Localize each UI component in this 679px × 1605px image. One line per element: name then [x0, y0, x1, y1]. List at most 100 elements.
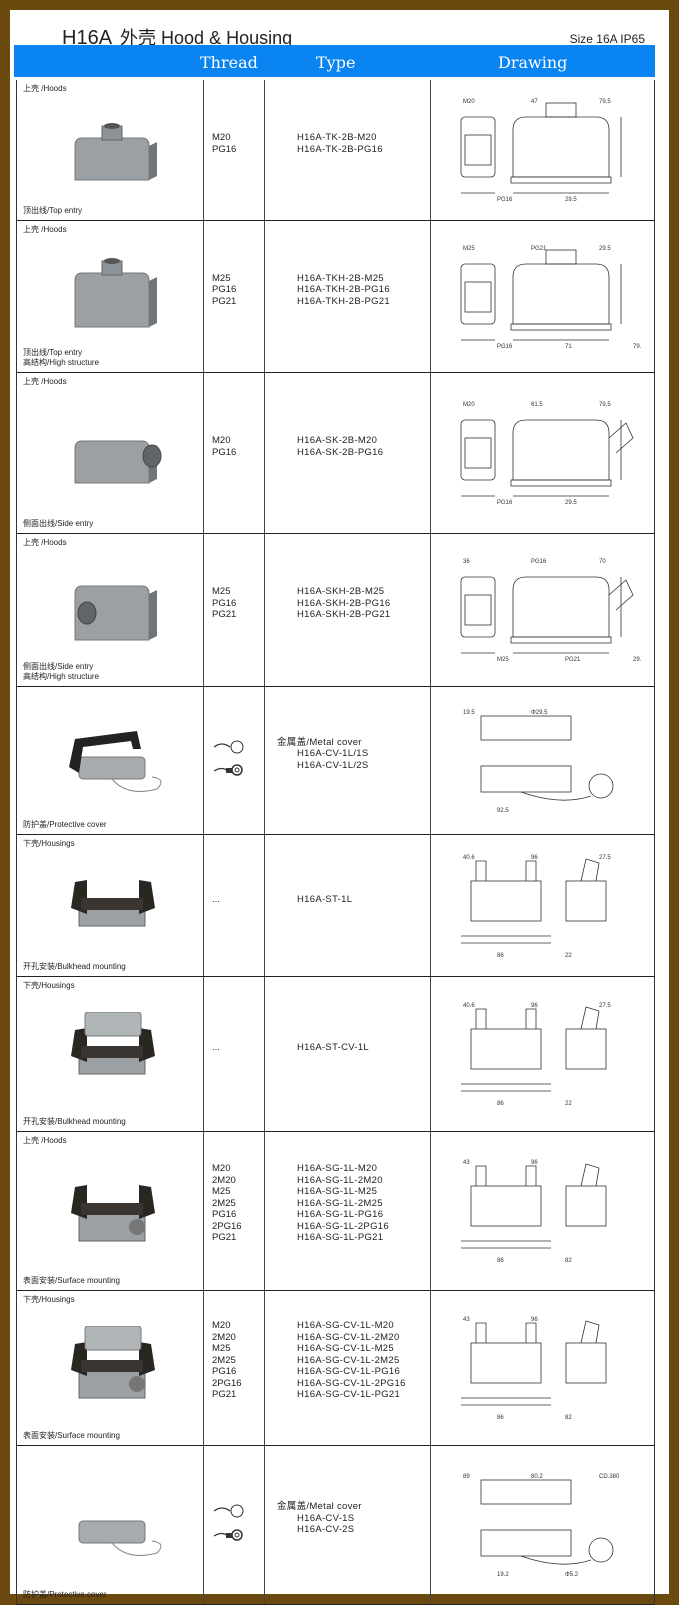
- mounting-label: 顶出线/Top entry: [23, 206, 82, 216]
- mounting-label-line: 侧面出线/Side entry: [23, 519, 94, 528]
- product-image: [57, 1169, 167, 1249]
- mounting-label-line: 防护盖/Protective cover: [23, 820, 107, 829]
- loop-cord-icon: [212, 739, 246, 759]
- dimension-label: 27.5: [599, 1003, 611, 1009]
- thread-value: PG21: [212, 295, 237, 307]
- product-cell: 防护盖/Protective cover: [17, 1446, 204, 1604]
- thread-list: [212, 739, 246, 782]
- mounting-label: 表面安装/Surface mounting: [23, 1276, 120, 1286]
- part-number: H16A-SG-CV-1L-2M20: [297, 1331, 400, 1343]
- dimension-label: 82: [565, 1258, 572, 1264]
- dimension-label: 29.5: [599, 246, 611, 252]
- dimension-label: 92.5: [497, 808, 509, 814]
- thread-value: M20: [212, 1163, 231, 1174]
- part-number: H16A-ST-CV-1L: [297, 1042, 370, 1053]
- dimension-label: 96: [531, 855, 538, 861]
- dimension-label: 22: [565, 953, 572, 959]
- dimension-label: 96: [531, 1003, 538, 1009]
- part-number: H16A-SG-1L-2M25: [297, 1197, 383, 1209]
- dimension-label: 47: [531, 99, 538, 105]
- dimension-label: 86: [497, 1101, 504, 1107]
- thread-cell: [204, 687, 265, 834]
- part-number: H16A-TK-2B-PG16: [297, 143, 383, 155]
- type-list: H16A-ST-CV-1L: [297, 1042, 369, 1054]
- thread-value: ...: [212, 893, 220, 905]
- thread-value: PG16: [212, 597, 237, 609]
- thread-value: M20: [212, 435, 231, 446]
- thread-value: PG21: [212, 1389, 237, 1400]
- part-number: H16A-SG-CV-1L-M20: [297, 1320, 394, 1331]
- dimension-label: 82: [565, 1415, 572, 1421]
- dimension-label: 27.5: [599, 855, 611, 861]
- mounting-label-line: 开孔安装/Bulkhead mounting: [23, 1117, 126, 1126]
- type-list: H16A-ST-1L: [297, 894, 352, 906]
- part-number: H16A-TKH-2B-PG21: [297, 295, 390, 307]
- mounting-label-line: 高结构/High structure: [23, 672, 100, 681]
- product-image: [57, 864, 167, 944]
- dimension-label: 70: [599, 559, 606, 565]
- thread-cell: ...: [204, 835, 265, 976]
- part-number: H16A-TKH-2B-M25: [297, 272, 384, 284]
- product-cell: 下壳/Housings 表面安装/Surface mounting: [17, 1291, 204, 1445]
- thread-value: PG21: [212, 1232, 237, 1243]
- part-number: H16A-SG-1L-M25: [297, 1186, 378, 1197]
- part-number: H16A-CV-1L/2S: [297, 759, 369, 771]
- product-image: [57, 719, 167, 799]
- thread-value: M20: [212, 132, 231, 143]
- part-number: H16A-ST-1L: [297, 893, 353, 905]
- dimension-label: 36: [463, 559, 470, 565]
- mounting-label-line: 表面安装/Surface mounting: [23, 1431, 120, 1440]
- dimension-label: 43: [463, 1160, 470, 1166]
- part-number: H16A-SKH-2B-PG21: [297, 609, 391, 620]
- product-image: [57, 1483, 167, 1563]
- category-label: 下壳/Housings: [23, 1295, 75, 1304]
- thread-value: 2M25: [212, 1197, 236, 1209]
- part-number: H16A-SG-1L-2PG16: [297, 1220, 389, 1232]
- mounting-label-line: 侧面出线/Side entry: [23, 662, 94, 671]
- mounting-label-line: 高结构/High structure: [23, 358, 100, 367]
- dimension-label: M20: [463, 402, 475, 408]
- mounting-label-line: 表面安装/Surface mounting: [23, 1276, 120, 1285]
- type-heading: 金属盖/Metal cover: [277, 1501, 362, 1512]
- dimension-label: 79.5: [599, 402, 611, 408]
- dimension-label: Φ29.5: [531, 710, 548, 716]
- thread-value: 2M20: [212, 1331, 236, 1343]
- mounting-label: 开孔安装/Bulkhead mounting: [23, 1117, 126, 1127]
- category-label: 下壳/Housings: [23, 839, 75, 848]
